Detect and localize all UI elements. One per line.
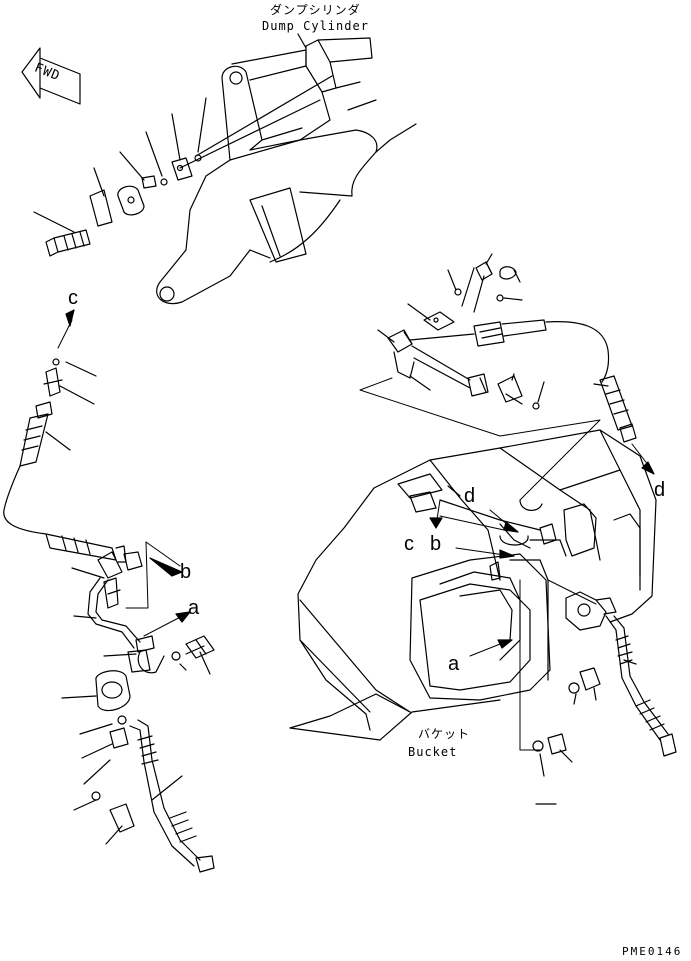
leader-lines-left bbox=[45, 361, 211, 845]
right-top-hose-assembly bbox=[387, 261, 637, 443]
dump-cylinder-label-jp: ダンプシリンダ bbox=[270, 3, 361, 17]
bucket-label-jp: バケット bbox=[418, 727, 471, 741]
leader-lines-top-left bbox=[33, 97, 207, 233]
left-hose-assembly bbox=[3, 309, 215, 873]
pin-bolt-group bbox=[45, 154, 202, 257]
drawing-code: PME0146 bbox=[622, 945, 683, 958]
leader-line bbox=[297, 33, 307, 49]
callout-bracket-b bbox=[125, 541, 149, 609]
callout-d-right-mid: d bbox=[464, 485, 476, 507]
arrowhead-a bbox=[175, 611, 191, 623]
callout-c-right: c bbox=[404, 533, 414, 555]
arrowhead-b bbox=[149, 557, 183, 577]
bucket-body bbox=[289, 429, 657, 741]
callout-a-right: a bbox=[448, 653, 460, 675]
callout-b-left: b bbox=[180, 561, 192, 583]
callout-a-left: a bbox=[188, 597, 200, 619]
callout-leader-b bbox=[145, 541, 181, 567]
dump-cylinder-linkage bbox=[156, 37, 417, 305]
dump-cylinder-label-en: Dump Cylinder bbox=[262, 19, 369, 33]
callout-c-left: c bbox=[68, 287, 78, 309]
leader-line bbox=[179, 99, 321, 169]
fwd-arrow-icon bbox=[21, 47, 81, 105]
callout-lines-right bbox=[359, 377, 655, 751]
callout-d-right-top: d bbox=[654, 479, 666, 501]
callout-b-right: b bbox=[430, 533, 442, 555]
leader-lines-right bbox=[377, 253, 637, 805]
leader-line bbox=[195, 75, 333, 157]
bucket-label-en: Bucket bbox=[408, 745, 458, 759]
right-lower-hose bbox=[532, 591, 677, 757]
